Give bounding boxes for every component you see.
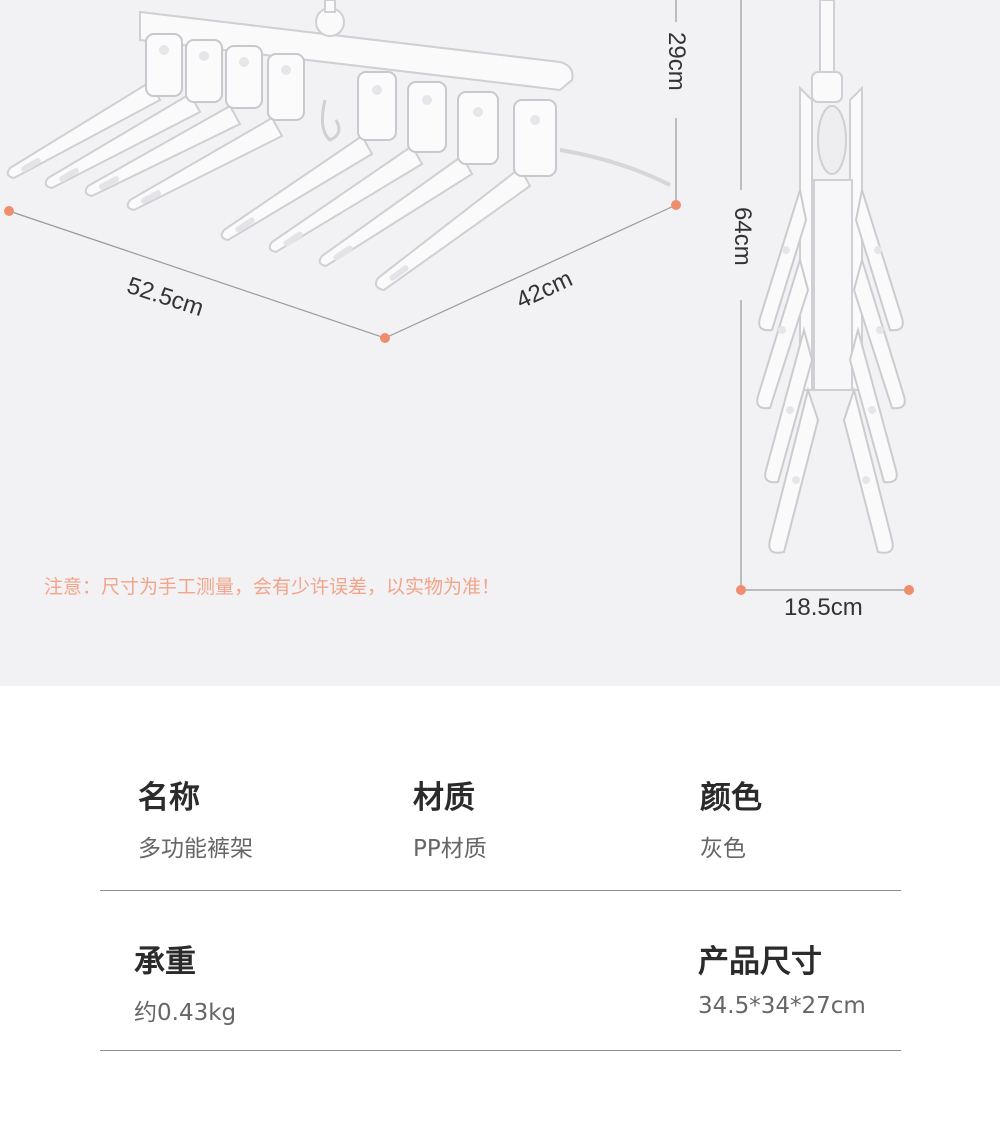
product-image-area: 52.5cm 42cm 29cm 64cm 18.5cm 注意：尺寸为手工测量，…	[0, 0, 1000, 686]
dimension-dot	[4, 206, 14, 216]
spec-color: 颜色 灰色	[700, 772, 762, 863]
spec-name: 名称 多功能裤架	[138, 772, 253, 863]
divider	[100, 1050, 901, 1051]
spec-load: 承重 约0.43kg	[134, 936, 236, 1027]
height-dimension-label: 29cm	[663, 32, 690, 91]
divider	[100, 890, 901, 891]
dimension-dot	[671, 200, 681, 210]
spec-title: 颜色	[700, 780, 762, 816]
spec-title: 承重	[134, 944, 196, 980]
spec-value: PP材质	[413, 836, 487, 862]
spec-title: 材质	[413, 780, 475, 816]
folded-height-dimension-label: 64cm	[729, 207, 756, 266]
spec-title: 名称	[138, 780, 200, 816]
spec-size: 产品尺寸 34.5*34*27cm	[698, 936, 866, 1019]
spec-value: 灰色	[700, 836, 746, 862]
spec-title: 产品尺寸	[698, 944, 822, 980]
dimension-dot	[736, 585, 746, 595]
folded-width-dimension-label: 18.5cm	[784, 594, 863, 621]
spec-value: 多功能裤架	[138, 836, 253, 862]
folded-hanger-image	[756, 0, 906, 554]
dimension-lines-expanded	[4, 0, 681, 343]
spec-value: 约0.43kg	[134, 1000, 237, 1026]
dimension-dot	[380, 333, 390, 343]
dimension-dot	[904, 585, 914, 595]
measurement-note: 注意：尺寸为手工测量，会有少许误差，以实物为准！	[44, 576, 501, 598]
expanded-hanger-image	[6, 0, 671, 292]
dimension-lines-folded	[736, 0, 914, 595]
spec-value: 34.5*34*27cm	[698, 993, 866, 1019]
hanger-illustration	[4, 0, 914, 595]
spec-material: 材质 PP材质	[413, 772, 487, 863]
